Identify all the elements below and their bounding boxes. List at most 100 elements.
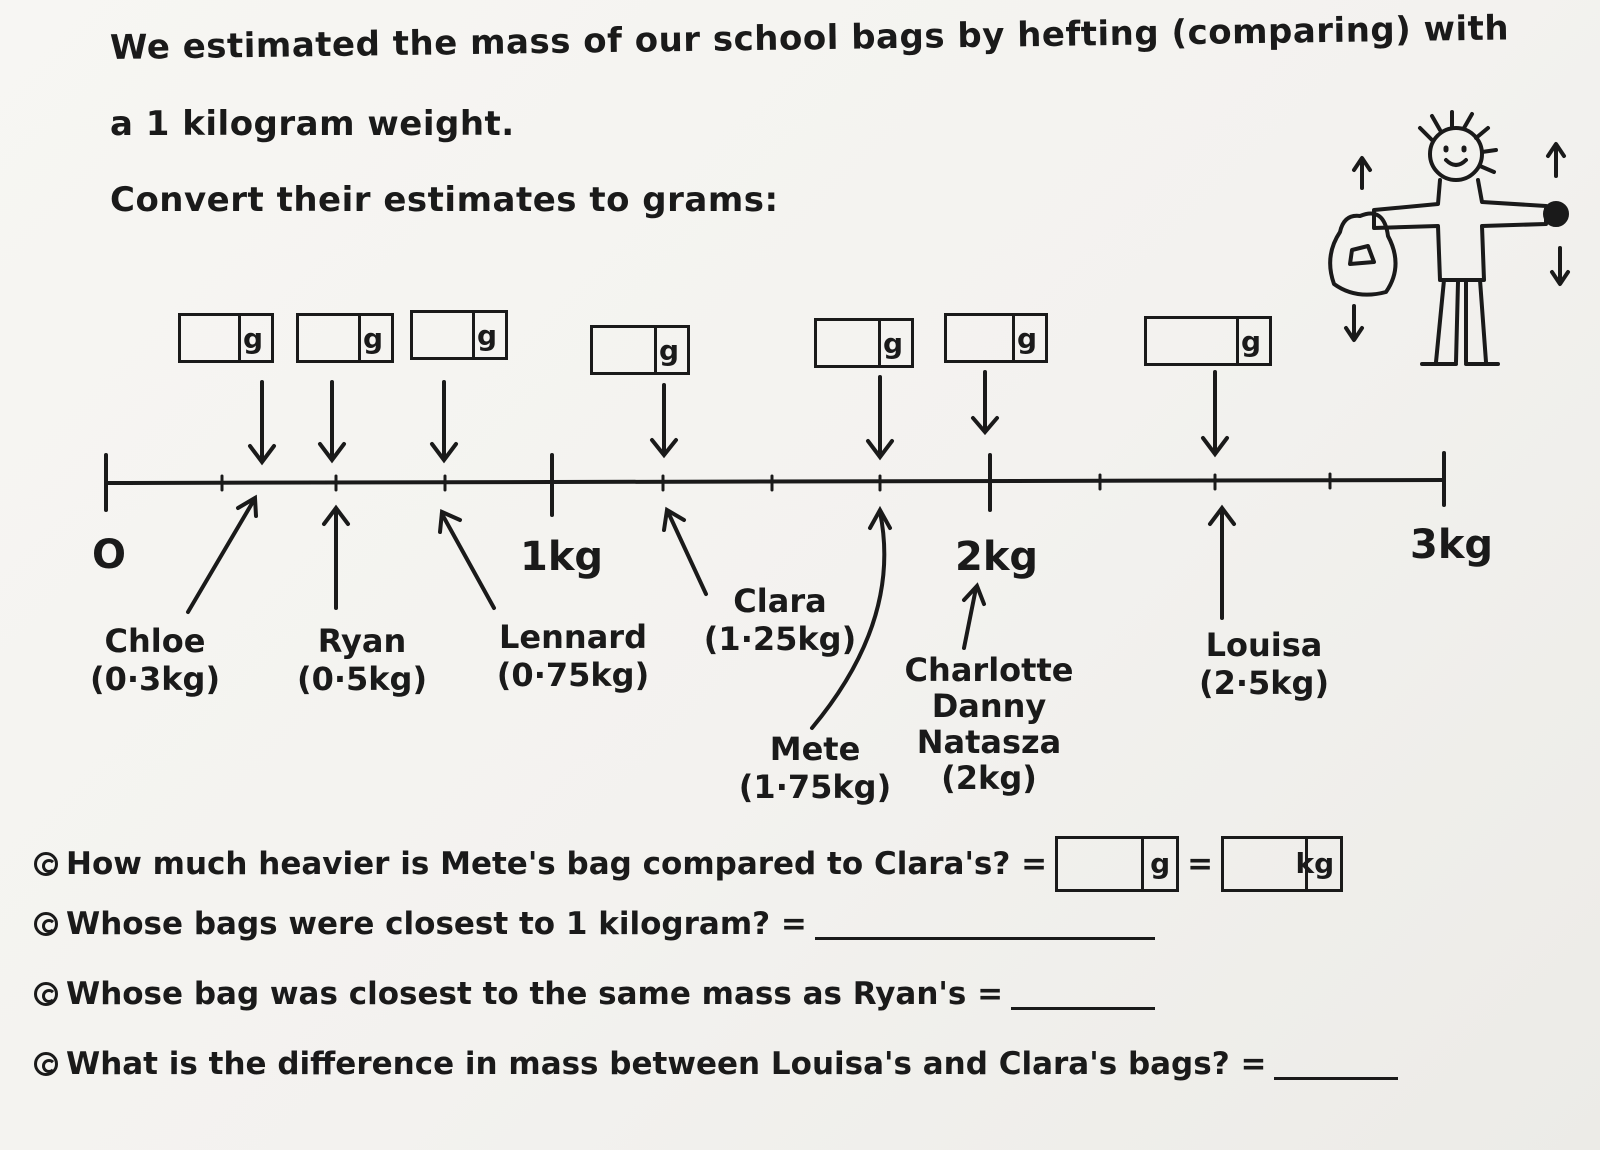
down-arrow-icon — [650, 383, 678, 459]
student-mete: Mete (1·75kg) — [730, 730, 900, 806]
student-name: Charlotte — [904, 651, 1074, 689]
answer-line-q4[interactable] — [1274, 1049, 1399, 1080]
student-estimate: (1·75kg) — [738, 768, 892, 806]
answer-box-q1-grams[interactable]: g — [1055, 836, 1180, 892]
equals-sign: = — [1187, 846, 1214, 882]
student-estimate: (1·25kg) — [703, 620, 857, 658]
unit-label: g — [658, 334, 679, 367]
spiral-bullet-icon — [34, 912, 58, 936]
intro-line-2: a 1 kilogram weight. — [110, 104, 515, 144]
student-estimate: (2·5kg) — [1198, 664, 1330, 702]
student-name: Natasza — [916, 723, 1062, 761]
box-divider — [1012, 313, 1015, 363]
figure-head — [1428, 126, 1484, 182]
student-louisa: Louisa (2·5kg) — [1176, 626, 1352, 702]
box-divider — [1141, 836, 1145, 892]
down-arrow-icon — [866, 375, 894, 461]
unit-label: kg — [1295, 847, 1335, 880]
answer-line-q3[interactable] — [1011, 979, 1156, 1010]
down-arrow-icon — [318, 380, 346, 464]
bag-icon — [1328, 211, 1398, 297]
question-3: Whose bag was closest to the same mass a… — [34, 976, 1156, 1012]
unit-label: g — [1240, 325, 1261, 358]
box-divider — [358, 313, 361, 363]
tick-label-1kg: 1kg — [520, 534, 604, 580]
figure-hair — [1418, 110, 1498, 174]
student-group-2kg: Charlotte Danny Natasza (2kg) — [904, 652, 1074, 796]
number-line — [104, 451, 1446, 517]
name-arrows — [186, 494, 1236, 730]
unit-label: g — [362, 322, 383, 355]
box-divider — [654, 325, 657, 375]
student-name: Ryan — [317, 622, 407, 660]
unit-label: g — [1150, 847, 1171, 880]
answer-box-q1-kilograms[interactable]: kg — [1221, 836, 1344, 892]
student-clara: Clara (1·25kg) — [696, 582, 864, 658]
student-name: Louisa — [1205, 626, 1323, 664]
box-arrows — [248, 370, 1229, 466]
number-line-axis — [104, 478, 1446, 485]
spiral-bullet-icon — [34, 1052, 58, 1076]
intro-line-3: Convert their estimates to grams: — [110, 180, 779, 220]
box-divider — [1305, 836, 1309, 892]
student-estimate: (0·3kg) — [89, 660, 221, 698]
answer-box-louisa[interactable]: g — [1144, 316, 1272, 366]
spiral-bullet-icon — [34, 982, 58, 1006]
student-name: Mete — [769, 730, 861, 768]
up-arrow-icon — [810, 505, 892, 730]
heft-arrows — [1344, 142, 1570, 342]
bag-pocket — [1348, 244, 1376, 266]
down-arrow-icon — [971, 370, 999, 436]
question-4-text: What is the difference in mass between L… — [66, 1046, 1267, 1082]
question-3-text: Whose bag was closest to the same mass a… — [66, 976, 1004, 1012]
figure-body — [1372, 178, 1548, 282]
student-estimate: (0·75kg) — [496, 656, 650, 694]
answer-box-mete[interactable]: g — [814, 318, 914, 368]
question-1: How much heavier is Mete's bag compared … — [34, 836, 1344, 892]
student-ryan: Ryan (0·5kg) — [282, 622, 442, 698]
answer-box-clara[interactable]: g — [590, 325, 690, 375]
student-name: Chloe — [104, 622, 206, 660]
student-chloe: Chloe (0·3kg) — [80, 622, 230, 698]
answer-line-q2[interactable] — [814, 909, 1155, 940]
stick-figure-illustration — [1328, 110, 1570, 366]
unit-label: g — [242, 322, 263, 355]
spiral-bullet-icon — [34, 852, 58, 876]
up-arrow-icon — [962, 582, 986, 650]
answer-box-ryan[interactable]: g — [296, 313, 394, 363]
up-arrow-icon — [662, 506, 708, 596]
tick-label-0: O — [92, 532, 127, 578]
up-arrow-icon — [438, 509, 496, 610]
answer-box-chloe[interactable]: g — [178, 313, 274, 363]
tick-label-2kg: 2kg — [955, 534, 1039, 580]
unit-label: g — [1016, 322, 1037, 355]
down-arrow-icon — [248, 380, 276, 466]
up-arrow-icon — [186, 494, 258, 614]
student-name: Clara — [733, 582, 827, 620]
student-name: Danny — [931, 687, 1047, 725]
question-2-text: Whose bags were closest to 1 kilogram? = — [66, 906, 807, 942]
box-divider — [878, 318, 881, 368]
box-divider — [238, 313, 241, 363]
student-lennard: Lennard (0·75kg) — [478, 618, 668, 694]
student-estimate: (2kg) — [941, 759, 1037, 797]
weight-icon — [1543, 201, 1569, 227]
student-estimate: (0·5kg) — [296, 660, 428, 698]
answer-box-2kg-group[interactable]: g — [944, 313, 1048, 363]
answer-box-lennard[interactable]: g — [410, 310, 508, 360]
figure-smile — [1444, 158, 1468, 167]
tick-label-3kg: 3kg — [1410, 522, 1494, 568]
down-arrow-icon — [430, 380, 458, 464]
unit-label: g — [882, 327, 903, 360]
figure-legs — [1434, 278, 1488, 364]
question-4: What is the difference in mass between L… — [34, 1046, 1399, 1082]
down-arrow-icon — [1201, 370, 1229, 458]
box-divider — [1236, 316, 1239, 366]
question-2: Whose bags were closest to 1 kilogram? = — [34, 906, 1155, 942]
unit-label: g — [476, 319, 497, 352]
up-arrow-icon — [322, 504, 350, 610]
question-1-text: How much heavier is Mete's bag compared … — [66, 846, 1048, 882]
up-arrow-icon — [1208, 504, 1236, 620]
